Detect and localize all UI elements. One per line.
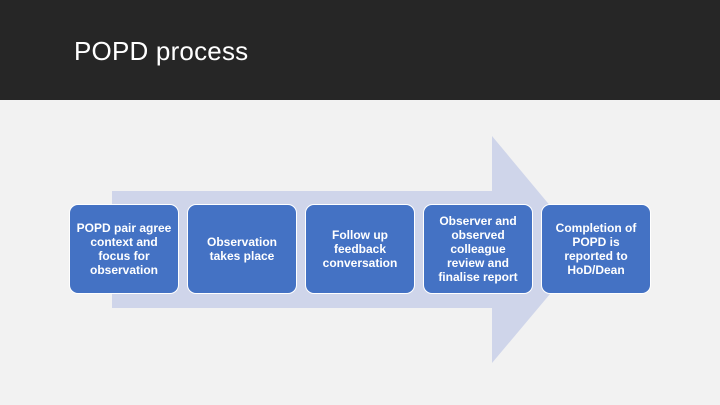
process-step-5: Completion of POPD is reported to HoD/De…	[541, 204, 651, 294]
process-step-2-label: Observation takes place	[206, 235, 278, 263]
title-bar: POPD process	[0, 0, 720, 100]
process-step-4: Observer and observed colleague review a…	[423, 204, 533, 294]
process-step-3: Follow up feedback conversation	[305, 204, 415, 294]
process-step-4-label: Observer and observed colleague review a…	[438, 214, 518, 284]
process-step-1-label: POPD pair agree context and focus for ob…	[76, 221, 172, 277]
process-step-2: Observation takes place	[187, 204, 297, 294]
slide-title: POPD process	[74, 36, 249, 66]
process-step-3-label: Follow up feedback conversation	[322, 228, 398, 270]
process-step-5-label: Completion of POPD is reported to HoD/De…	[555, 221, 637, 277]
process-step-1: POPD pair agree context and focus for ob…	[69, 204, 179, 294]
